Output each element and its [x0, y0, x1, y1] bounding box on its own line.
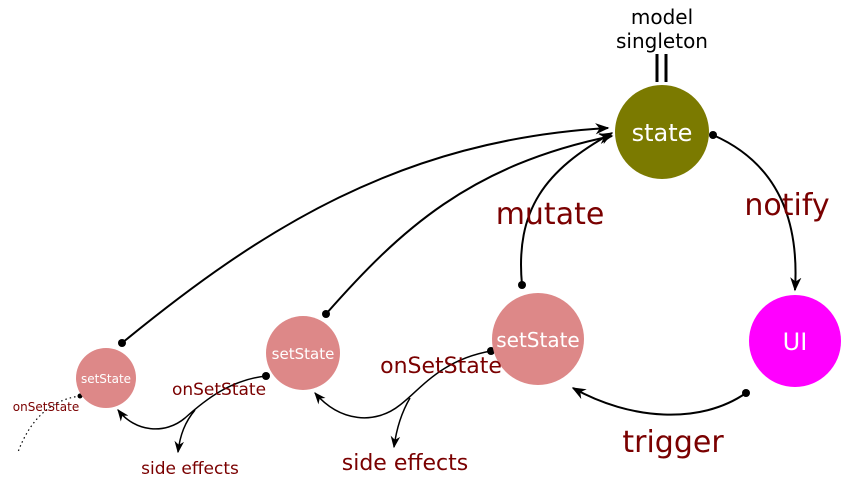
ui-node: UI [749, 295, 841, 387]
edge-small-start-dot [118, 339, 126, 347]
setstate-mid-label: setState [272, 345, 335, 363]
onsetstate-small-label: onSetState [13, 400, 79, 414]
onsetstate-mid-label: onSetState [172, 380, 266, 400]
side-effects-mid-label: side effects [141, 459, 239, 479]
edge-onsetstate-mid-dot [262, 372, 270, 380]
edge-mid-to-state [325, 133, 614, 315]
setstate-mid-node: setState [266, 316, 340, 390]
state-node: state [615, 85, 709, 179]
setstate-small-label: setState [81, 372, 131, 386]
edge-trigger-start-dot [742, 389, 750, 397]
edge-mid-start-dot [322, 310, 330, 318]
edge-onsetstate-mid-to-small [117, 375, 267, 430]
setstate-small-circle [76, 348, 136, 408]
edge-onsetstate-mid-to-side-effects [174, 409, 196, 454]
trigger-label: trigger [622, 425, 724, 460]
edge-onsetstate-main-to-side-effects [390, 397, 411, 449]
ui-label: UI [783, 328, 808, 356]
ui-circle [749, 295, 841, 387]
state-circle [615, 85, 709, 179]
edge-mutate-start-dot [518, 281, 526, 289]
edge-mutate [520, 132, 614, 286]
mutate-label: mutate [496, 197, 605, 232]
setstate-main-node: setState [492, 293, 584, 385]
onsetstate-main-label: onSetState [380, 354, 502, 379]
edge-onsetstate-main-dot [487, 347, 495, 355]
singleton-label: singleton [616, 29, 708, 53]
setstate-main-label: setState [496, 328, 580, 352]
edge-trigger [571, 387, 747, 416]
setstate-small-node: setState [76, 348, 136, 408]
edge-notify [712, 134, 802, 292]
setstate-main-circle [492, 293, 584, 385]
notify-label: notify [744, 188, 829, 223]
edge-small-to-state [121, 123, 610, 344]
edge-notify-start-dot [709, 131, 717, 139]
edge-onsetstate-main-to-mid [314, 350, 492, 419]
side-effects-main-label: side effects [342, 451, 468, 476]
model-label: model [631, 5, 693, 29]
setstate-mid-circle [266, 316, 340, 390]
state-label: state [632, 119, 693, 147]
